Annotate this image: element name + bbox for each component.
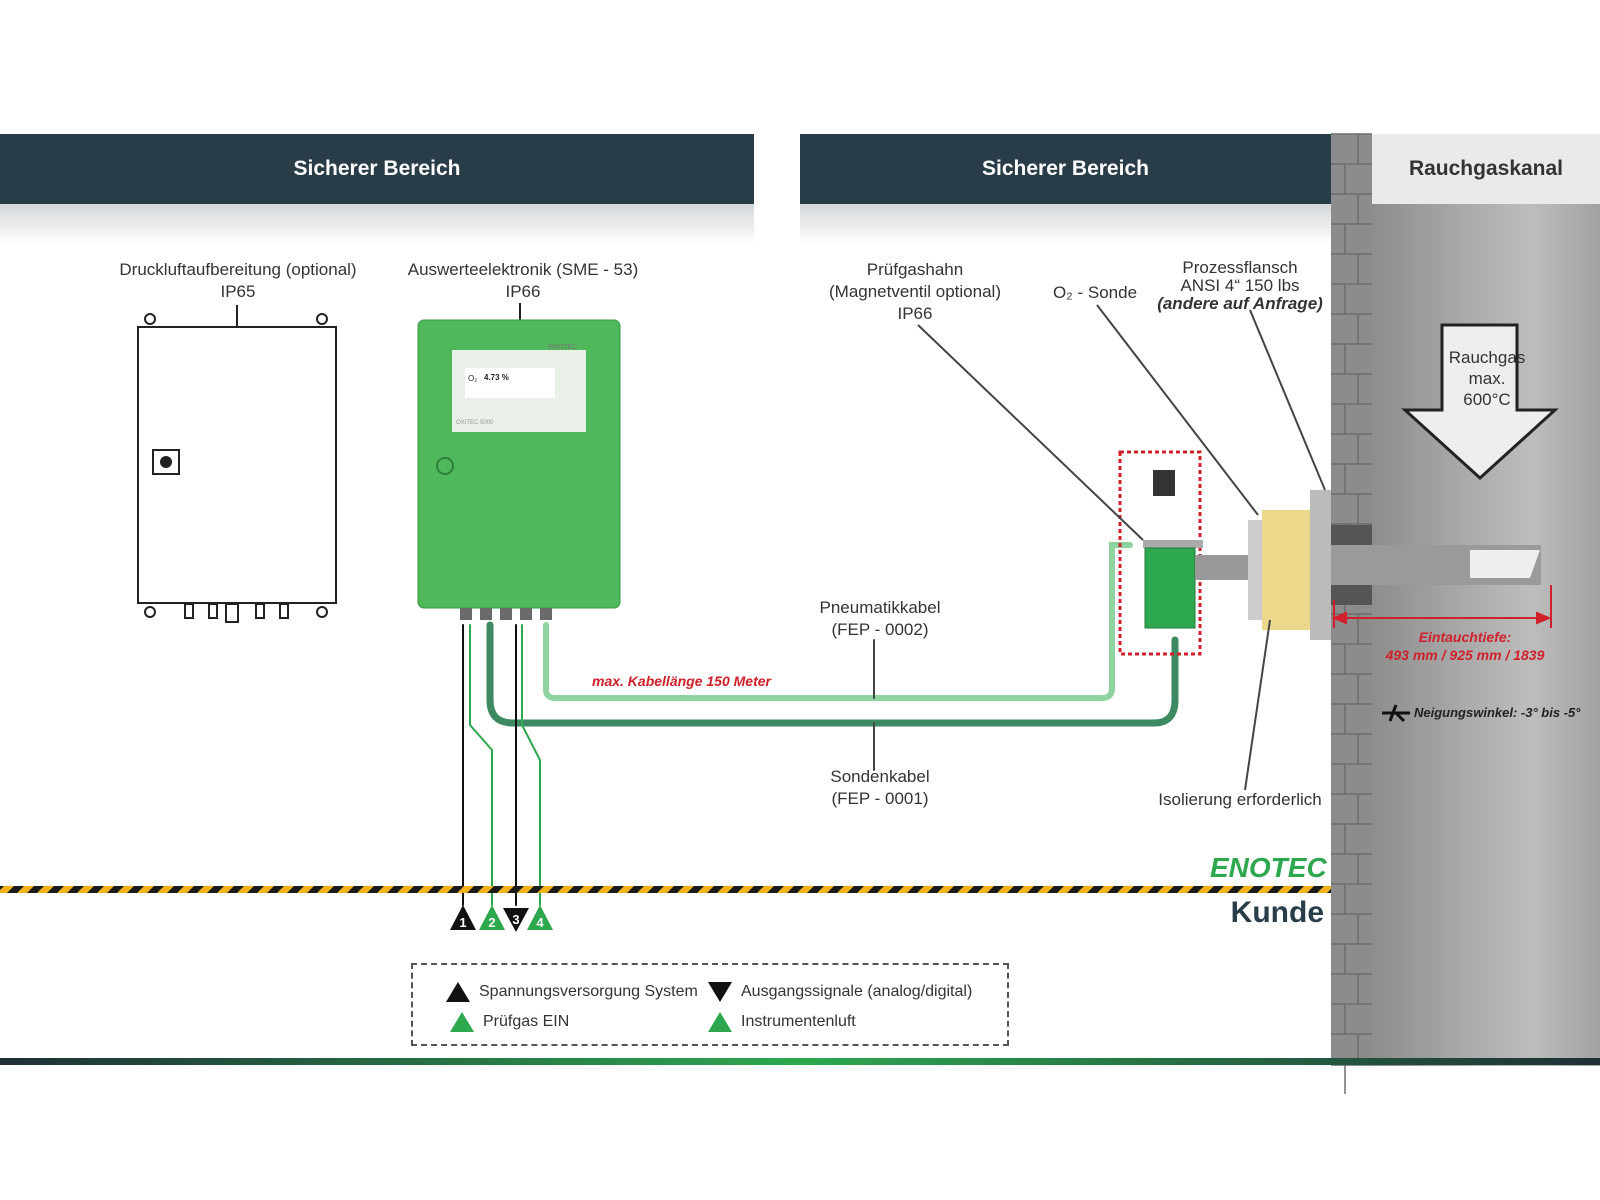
evaluation-electronics — [417, 303, 621, 620]
legend-item: Ausgangssignale (analog/digital) — [707, 981, 972, 1003]
bottom-bar — [0, 1058, 1600, 1065]
svg-text:3: 3 — [512, 912, 519, 927]
probe-cable — [486, 621, 1179, 727]
legend-item: Instrumentenluft — [707, 1011, 856, 1033]
compressed-air-label: Druckluftaufbereitung (optional)IP65 — [119, 260, 357, 301]
svg-text:4: 4 — [536, 915, 544, 930]
customer-label: Kunde — [1230, 896, 1324, 929]
triangle-up-icon — [450, 1012, 474, 1032]
legend-label: Ausgangssignale (analog/digital) — [741, 983, 973, 1000]
test-gas-valve-label: Prüfgashahn(Magnetventil optional)IP66 — [829, 260, 1001, 323]
boundary-hazard-line — [0, 886, 1331, 893]
legend-label: Spannungsversorgung System — [479, 983, 698, 1000]
triangle-down-icon — [708, 982, 732, 1002]
pneumatic-cable — [543, 542, 1133, 701]
max-cable-length-label: max. Kabellänge 150 Meter — [592, 673, 771, 689]
cables — [462, 542, 1179, 906]
legend-label: Instrumentenluft — [741, 1013, 856, 1030]
compressed-air-cabinet — [137, 305, 337, 623]
flue-gas-arrow — [1401, 323, 1559, 481]
legend: Spannungsversorgung System Ausgangssigna… — [411, 963, 1009, 1046]
header-shade — [0, 204, 754, 244]
legend-item: Spannungsversorgung System — [445, 981, 698, 1003]
flue-duct — [1372, 134, 1600, 1066]
o2-probe-label: O₂ - Sonde — [1052, 283, 1138, 302]
probe-assembly — [1118, 450, 1541, 656]
triangle-up-icon — [446, 982, 470, 1002]
insertion-depth-arrow — [1331, 585, 1552, 628]
legend-label: Prüfgas EIN — [483, 1013, 570, 1030]
svg-text:1: 1 — [459, 915, 466, 930]
display-reading: 4.73 % — [484, 373, 509, 382]
display-brand: ENOTEC — [548, 344, 578, 351]
leader-lines — [917, 304, 1326, 791]
insulation-label: Isolierung erforderlich — [1158, 790, 1322, 809]
legend-item: Prüfgas EIN — [449, 1011, 569, 1033]
inclination-icon — [1382, 704, 1410, 723]
svg-text:2: 2 — [488, 915, 495, 930]
pneumatic-cable-label: Pneumatikkabel(FEP - 0002) — [819, 598, 941, 639]
header-shade — [800, 204, 1331, 244]
brick-wall — [1331, 133, 1372, 1094]
safe-area-header-left: Sicherer Bereich — [0, 134, 754, 204]
inclination-label: Neigungswinkel: -3° bis -5° — [1414, 705, 1581, 720]
flue-duct-header: Rauchgaskanal — [1372, 134, 1600, 204]
insertion-depth-label: Eintauchtiefe:493 mm / 925 mm / 1839 — [1385, 629, 1545, 663]
electronics-label: Auswerteelektronik (SME - 53)IP66 — [407, 260, 639, 301]
triangle-up-icon — [708, 1012, 732, 1032]
safe-area-header-middle: Sicherer Bereich — [800, 134, 1331, 204]
display-model: OXITEC 5000 — [456, 420, 494, 426]
probe-cable-label: Sondenkabel(FEP - 0001) — [830, 767, 930, 808]
display-gas: O₂ — [468, 374, 478, 383]
vendor-label: ENOTEC — [1210, 852, 1327, 883]
terminal-markers: 1 2 3 4 — [450, 905, 553, 932]
